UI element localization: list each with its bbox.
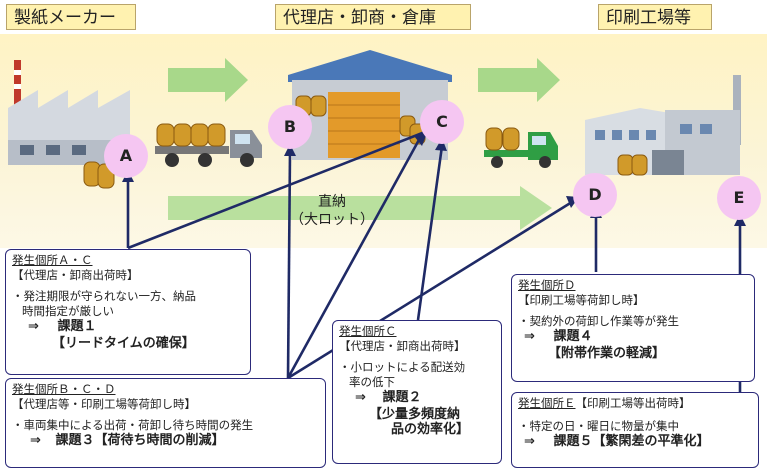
point-d: D xyxy=(573,173,617,217)
point-e: E xyxy=(717,176,761,220)
point-b: B xyxy=(268,105,312,149)
point-c: C xyxy=(420,100,464,144)
box-e-subtitle: 【印刷工場等出荷時】 xyxy=(575,396,691,410)
box-d-subtitle: 【印刷工場等荷卸し時】 xyxy=(518,293,645,307)
stage-printing-factory: 印刷工場等 xyxy=(598,4,712,30)
truck-2-icon xyxy=(484,127,558,168)
flow-arrow-1 xyxy=(168,58,248,102)
box-ac-subtitle: 【代理店・卸商出荷時】 xyxy=(12,268,139,282)
box-c-body1: ・小ロットによる配送効 xyxy=(339,360,466,374)
box-ac-title: 発生個所Ａ・Ｃ xyxy=(12,253,93,267)
box-d-title: 発生個所Ｄ xyxy=(518,278,576,292)
box-c-issue-name1: 【少量多頻度納 xyxy=(369,407,461,422)
box-ac-issue: 課題１ xyxy=(57,319,97,334)
box-ac-body1: ・発注期限が守られない一方、納品 xyxy=(12,289,196,303)
box-e-arrow: ⇒ xyxy=(524,434,535,449)
flow-arrow-2 xyxy=(478,58,560,102)
box-c-subtitle: 【代理店・卸商出荷時】 xyxy=(339,339,466,353)
box-bcd-body1: ・車両集中による出荷・荷卸し待ち時間の発生 xyxy=(12,418,254,432)
printing-factory-icon xyxy=(585,75,741,176)
box-d-issue-name: 【附帯作業の軽減】 xyxy=(548,346,666,361)
issue-box-ac: 発生個所Ａ・Ｃ 【代理店・卸商出荷時】 ・発注期限が守られない一方、納品 時間指… xyxy=(5,249,251,375)
box-d-arrow: ⇒ xyxy=(524,329,535,344)
issue-box-d: 発生個所Ｄ 【印刷工場等荷卸し時】 ・契約外の荷卸し作業等が発生 ⇒ 課題４ 【… xyxy=(511,274,755,382)
truck-1-icon xyxy=(155,123,262,167)
point-a: A xyxy=(104,134,148,178)
issue-box-e: 発生個所Ｅ【印刷工場等出荷時】 ・特定の日・曜日に物量が集中 ⇒ 課題５【繁閑差… xyxy=(511,392,759,468)
issue-box-c: 発生個所Ｃ 【代理店・卸商出荷時】 ・小ロットによる配送効 率の低下 ⇒ 課題２… xyxy=(332,320,502,464)
stage-paper-maker: 製紙メーカー xyxy=(6,4,136,30)
box-e-body1: ・特定の日・曜日に物量が集中 xyxy=(518,419,679,433)
box-bcd-arrow: ⇒ xyxy=(30,433,41,448)
box-ac-issue-name: 【リードタイムの確保】 xyxy=(52,336,195,351)
stage-distributor: 代理店・卸商・倉庫 xyxy=(275,4,471,30)
box-bcd-issue: 課題３【荷待ち時間の削減】 xyxy=(55,433,225,448)
box-c-issue-name2: 品の効率化】 xyxy=(391,422,470,437)
box-ac-body2: 時間指定が厳しい xyxy=(22,304,114,318)
direct-delivery-label: 直納 （大ロット） xyxy=(290,193,374,229)
box-c-arrow: ⇒ xyxy=(355,390,366,405)
direct-delivery-line2: （大ロット） xyxy=(290,212,374,228)
box-e-issue: 課題５【繁閑差の平準化】 xyxy=(553,434,710,449)
box-d-body1: ・契約外の荷卸し作業等が発生 xyxy=(518,314,679,328)
box-e-title: 発生個所Ｅ xyxy=(518,396,576,410)
box-c-body2: 率の低下 xyxy=(349,375,395,389)
issue-box-bcd: 発生個所Ｂ・Ｃ・Ｄ 【代理店等・印刷工場等荷卸し時】 ・車両集中による出荷・荷卸… xyxy=(5,378,326,468)
box-d-issue: 課題４ xyxy=(553,329,593,344)
box-c-issue: 課題２ xyxy=(382,390,422,405)
box-bcd-title: 発生個所Ｂ・Ｃ・Ｄ xyxy=(12,382,116,396)
box-bcd-subtitle: 【代理店等・印刷工場等荷卸し時】 xyxy=(12,397,196,411)
box-ac-arrow: ⇒ xyxy=(28,319,39,334)
box-c-title: 発生個所Ｃ xyxy=(339,324,397,338)
direct-delivery-line1: 直納 xyxy=(318,194,346,210)
direct-arrow xyxy=(168,186,552,230)
